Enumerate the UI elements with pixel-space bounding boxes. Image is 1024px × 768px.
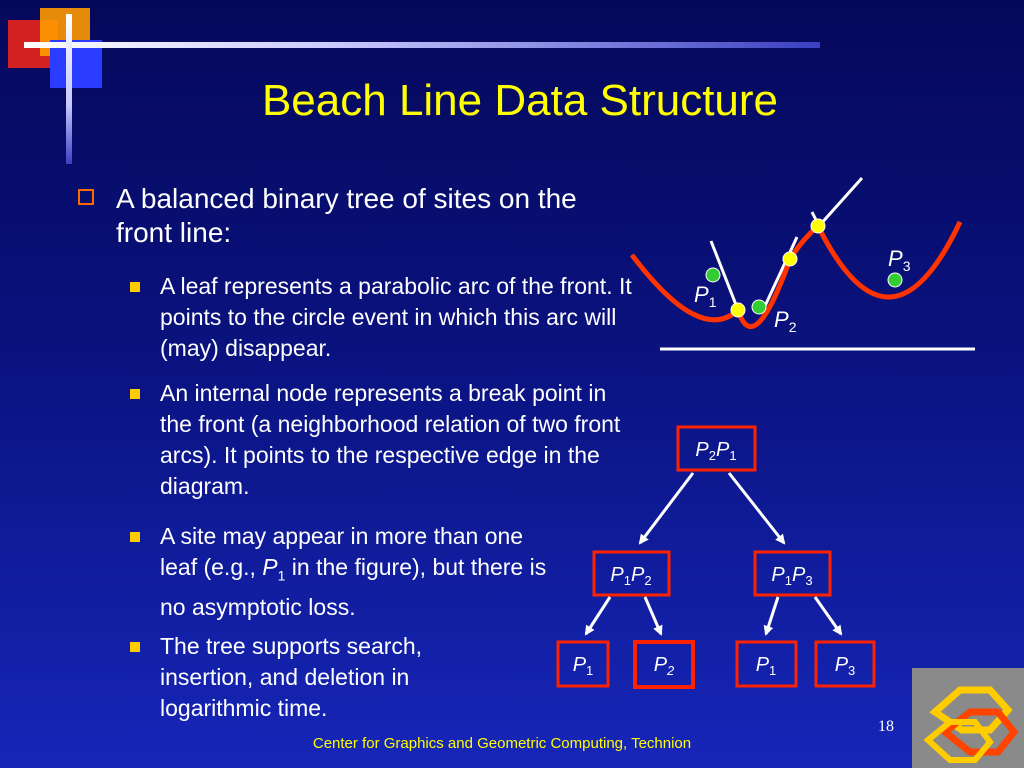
site-label-p1: P1 [694, 282, 717, 310]
site-dot [751, 299, 767, 315]
tree-root-label: P2P1 [695, 439, 736, 463]
site-label-p2: P2 [774, 307, 797, 335]
tree-left-node [592, 550, 671, 597]
tree-leaf-label: P3 [835, 654, 856, 678]
tree-edge [584, 596, 612, 636]
site-label-p3: P3 [888, 246, 911, 274]
square-bullet-icon [130, 532, 140, 542]
technion-logo-knot [912, 668, 1024, 768]
tree-left-label: P1P2 [610, 564, 651, 588]
main-bullet-text: A balanced binary tree of sites on the f… [116, 183, 577, 248]
sub-bullet-text: An internal node represents a break poin… [160, 380, 621, 499]
square-bullet-icon [130, 642, 140, 652]
tree-right-label: P1P3 [771, 564, 812, 588]
edge-line [817, 176, 864, 228]
tree-edge [763, 596, 780, 636]
tree-leaf-node [556, 640, 610, 688]
parabolic-arc [815, 220, 963, 300]
site-dot [887, 272, 903, 288]
corner-cross-decoration [0, 0, 830, 170]
sub-bullet-text: The tree supports search, insertion, and… [160, 633, 423, 721]
page-title: Beach Line Data Structure [261, 76, 779, 125]
tree-leaf-label: P2 [654, 654, 675, 678]
tree-leaf-label: P1 [756, 654, 777, 678]
page-number: 18 [878, 718, 894, 735]
tree-leaf-label: P1 [573, 654, 594, 678]
square-bullet-icon [130, 282, 140, 292]
checkbox-bullet-icon [78, 189, 94, 205]
edge-line [709, 240, 742, 316]
tree-leaf-node [633, 640, 695, 689]
tree-edge [813, 596, 843, 636]
tree-leaf-node [814, 640, 876, 688]
tree-right-node [753, 550, 832, 597]
tree-edge [643, 596, 663, 636]
tree-leaf-node [735, 640, 798, 688]
sub-bullet-text: A leaf represents a parabolic arc of the… [160, 273, 632, 361]
parabolic-arc [735, 258, 793, 329]
parabolic-arc [630, 253, 740, 323]
beach-line-tree: P2P1 P1P2 P1P3 P1 P2 P1 P3 [556, 425, 876, 689]
breakpoint-dot [730, 302, 746, 318]
tree-edge [638, 472, 695, 545]
tree-edge [727, 472, 786, 545]
tree-root-node [676, 425, 757, 472]
breakpoint-dot [782, 251, 798, 267]
breakpoint-dot [810, 218, 826, 234]
sub-bullet-text: A site may appear in more than one leaf … [160, 523, 547, 620]
edge-line [763, 236, 799, 307]
square-bullet-icon [130, 389, 140, 399]
footer-text: Center for Graphics and Geometric Comput… [312, 735, 692, 752]
site-dot [705, 267, 721, 283]
beach-line-figure: P1 P2 P3 [630, 176, 975, 351]
